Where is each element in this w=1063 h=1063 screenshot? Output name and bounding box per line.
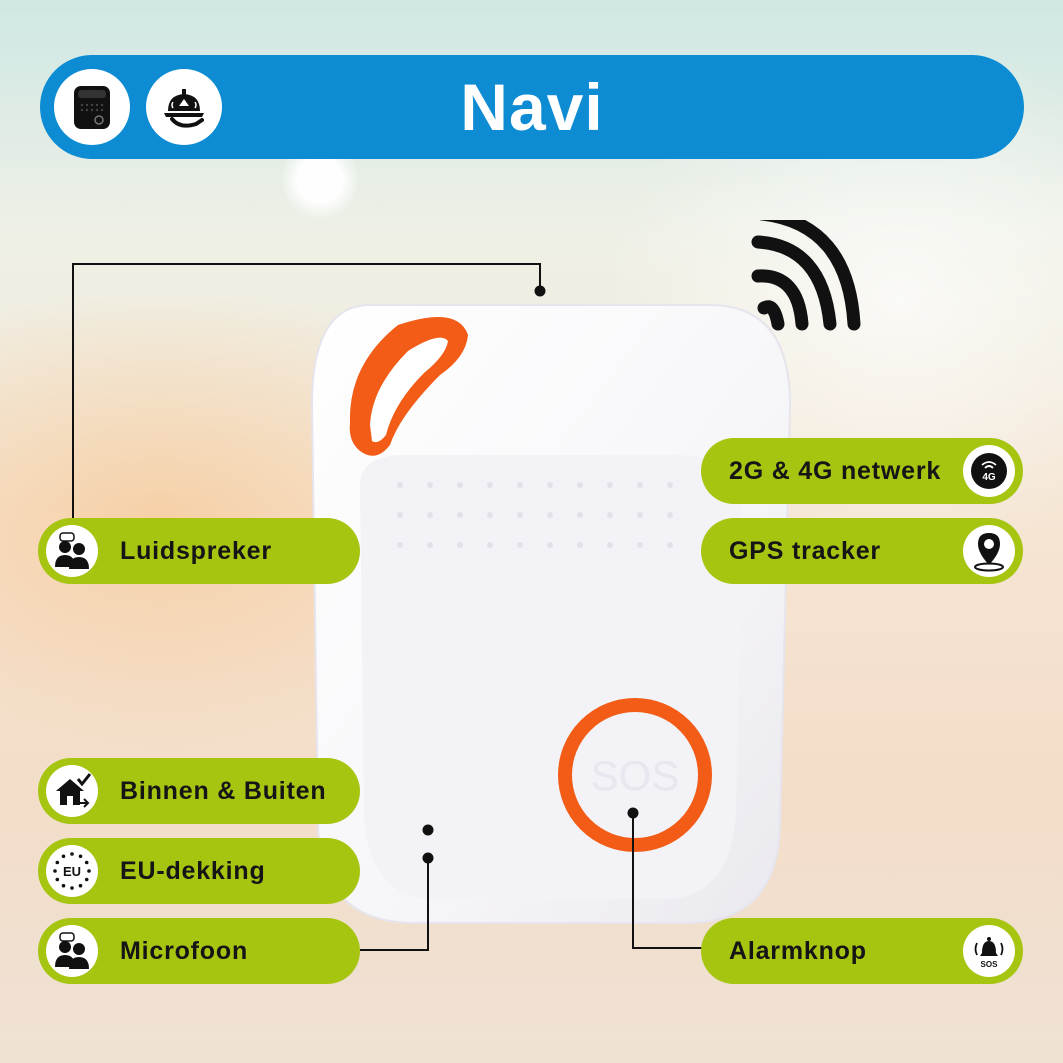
feature-microfoon: Microfoon [38, 918, 360, 984]
service-bell-icon [146, 69, 222, 145]
sos-button-label: SOS [591, 752, 680, 799]
feature-label: Alarmknop [729, 936, 867, 965]
feature-binnen-buiten: Binnen & Buiten [38, 758, 360, 824]
feature-label: 2G & 4G netwerk [729, 456, 942, 485]
feature-label: EU-dekking [120, 856, 266, 885]
4g-signal-icon: 4G [963, 445, 1015, 497]
device-icon [54, 69, 130, 145]
feature-label: Binnen & Buiten [120, 776, 327, 805]
feature-label: Microfoon [120, 936, 249, 965]
feature-2g-4g-netwerk: 2G & 4G netwerk 4G [701, 438, 1023, 504]
sos-device: SOS [310, 304, 792, 924]
eu-stars-icon: EU [46, 845, 98, 897]
svg-text:SOS: SOS [981, 960, 999, 969]
sos-bell-icon: SOS [963, 925, 1015, 977]
title-banner: Navi [40, 55, 1024, 159]
house-check-icon [46, 765, 98, 817]
wireless-signal-icon [751, 220, 861, 331]
feature-gps-tracker: GPS tracker [701, 518, 1023, 584]
location-pin-icon [963, 525, 1015, 577]
svg-text:EU: EU [63, 864, 81, 879]
feature-alarmknop: Alarmknop SOS [701, 918, 1023, 984]
feature-label: GPS tracker [729, 536, 881, 565]
feature-luidspreker: Luidspreker [38, 518, 360, 584]
page-title: Navi [460, 70, 604, 144]
people-talking-icon [46, 925, 98, 977]
svg-text:4G: 4G [982, 472, 996, 483]
feature-eu-dekking: EU EU-dekking [38, 838, 360, 904]
people-talking-icon [46, 525, 98, 577]
feature-label: Luidspreker [120, 536, 272, 565]
